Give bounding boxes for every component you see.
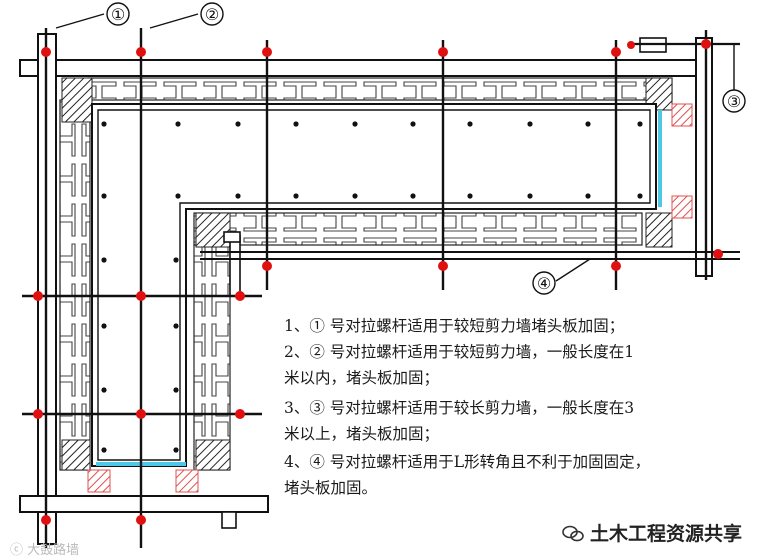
bottom-spacer (221, 511, 237, 529)
corner-block-bottom-left (61, 439, 91, 471)
label-2-circle (200, 2, 224, 26)
inner-steel-tube (229, 235, 241, 297)
concrete-wall-inner-outline (97, 109, 651, 461)
note-3: 3、③ 号对拉螺杆适用于较长剪力墙，一般长度在3 (284, 399, 635, 417)
end-board-bottom-left (87, 469, 111, 493)
top-outer-rib-band (87, 77, 673, 101)
left-outer-rib-band (59, 99, 91, 471)
watermark-right: 土木工程资源共享 (562, 519, 742, 546)
bolt-dots (33, 39, 723, 525)
top-steel-tube (19, 59, 697, 77)
label-3: ③ (727, 92, 741, 111)
corner-block-top-left (61, 77, 93, 123)
end-board-bottom-right (175, 469, 199, 493)
right-steel-tube (695, 37, 713, 277)
note-4: 4、④ 号对拉螺杆适用于L形转角且不利于加固固定， (284, 453, 651, 471)
watermark-left-text: 大鼓路墙 (27, 543, 80, 558)
label-4: ④ (537, 274, 551, 293)
label-3-circle (722, 89, 746, 113)
label-2-leader (149, 13, 199, 29)
label-2: ② (205, 5, 219, 24)
vertical-tie-rods (44, 28, 708, 548)
label-4-leader (555, 258, 591, 282)
label-1-circle (106, 2, 130, 26)
corner-block-bottom-right (195, 439, 231, 471)
note-1: 1、① 号对拉螺杆适用于较短剪力墙堵头板加固； (284, 317, 625, 335)
wechat-icon (562, 525, 584, 542)
inner-steel-tube-cap (223, 231, 241, 243)
note-4-cont: 堵头板加固。 (284, 479, 378, 497)
bottom-steel-tube (19, 495, 269, 513)
note-2-cont: 米以内，堵头板加固； (284, 369, 440, 387)
note-2: 2、② 号对拉螺杆适用于较短剪力墙，一般长度在1 (284, 343, 635, 361)
end-board-right-bottom (671, 195, 693, 219)
label-1: ① (111, 5, 125, 24)
label-1-leader (55, 13, 105, 29)
watermark-right-text: 土木工程资源共享 (589, 523, 742, 545)
watermark-left: ⓒ 大鼓路墙 (10, 539, 79, 558)
corner-block-mid-right (645, 212, 673, 248)
concrete-wall (91, 103, 657, 467)
note-3-cont: 米以上，堵头板加固； (284, 425, 440, 443)
end-board-right-top (671, 103, 693, 127)
rebar-dots (101, 121, 643, 453)
top-inner-rib-band (193, 212, 643, 246)
label-4-circle (532, 271, 556, 295)
left-inner-rib-band (193, 244, 231, 471)
watermark-left-icon: ⓒ (10, 543, 24, 558)
